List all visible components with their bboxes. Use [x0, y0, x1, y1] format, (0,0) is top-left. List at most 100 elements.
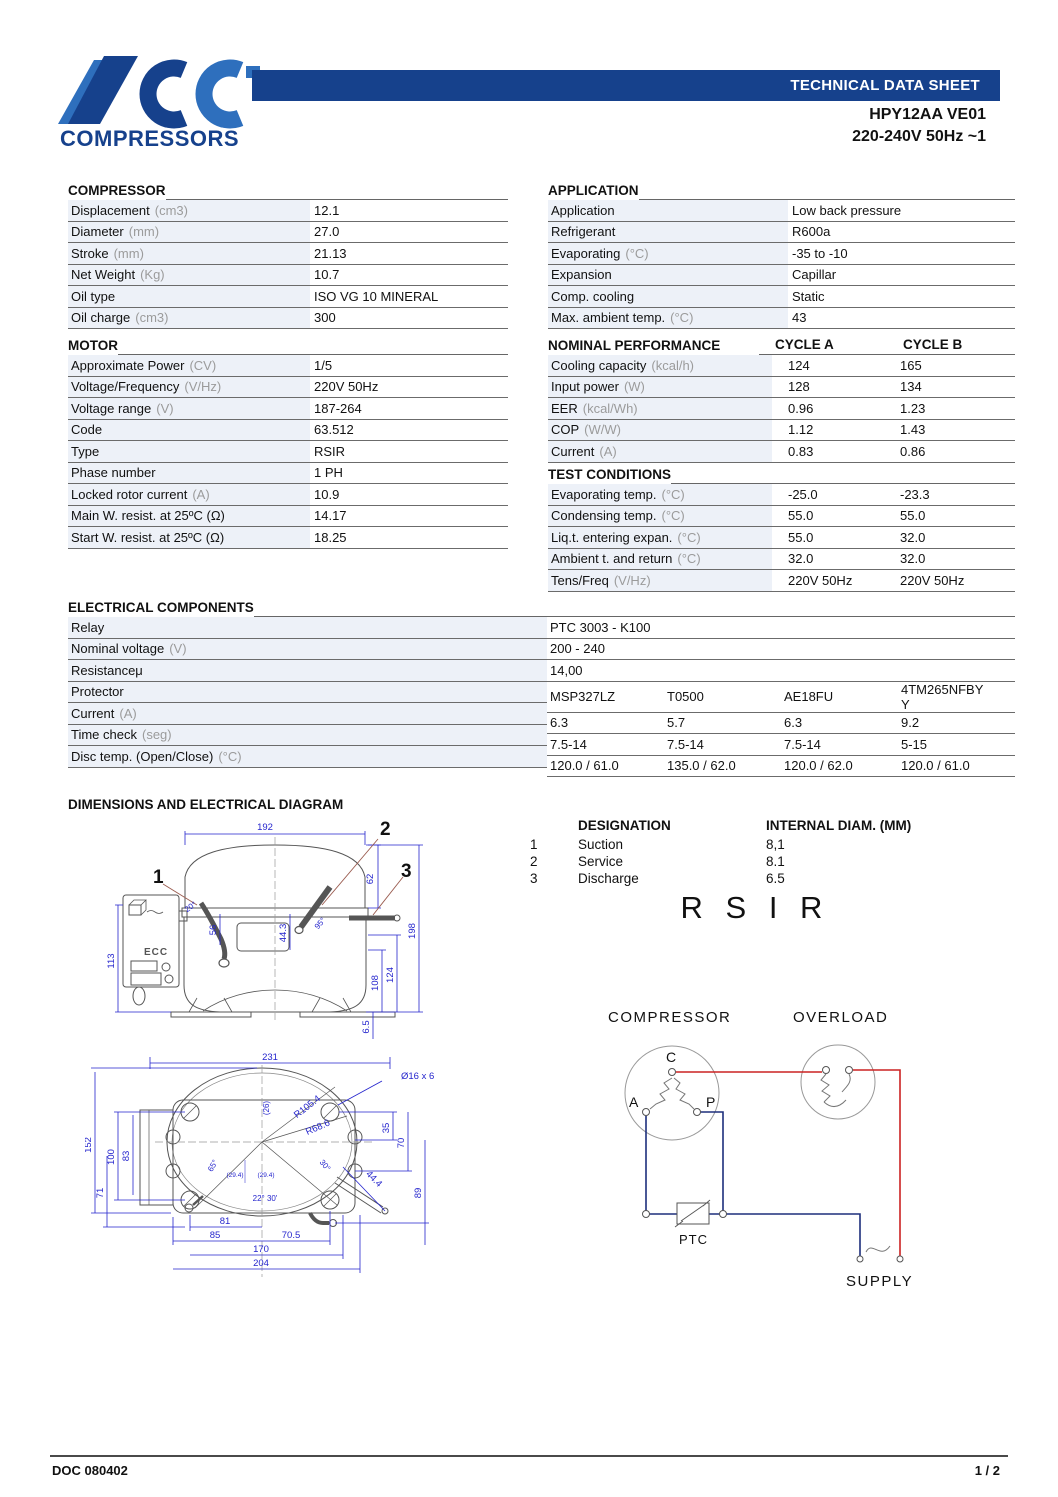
row-value: 187-264	[314, 400, 362, 416]
value-cell: 6.3	[550, 715, 569, 731]
row-label: Relay	[71, 619, 105, 635]
value-row: 200 - 240	[547, 639, 1015, 660]
dim-56: 56	[208, 925, 219, 936]
value-cell: 5.7	[667, 715, 686, 731]
dim-89: 89	[413, 1188, 424, 1199]
row-unit: (kcal/h)	[651, 357, 695, 373]
row-label: Locked rotor current	[71, 486, 188, 502]
row-unit: (CV)	[189, 357, 217, 373]
dim-170: 170	[253, 1244, 269, 1255]
row-label: Cooling capacity	[551, 357, 647, 373]
section-title: MOTOR	[68, 338, 118, 353]
row-label: Disc temp. (Open/Close)	[71, 748, 214, 764]
row-unit: (A)	[599, 443, 617, 459]
row-label: Max. ambient temp.	[551, 310, 666, 326]
cycle-a-value: 55.0	[788, 529, 814, 545]
cycle-a-value: 1.12	[788, 422, 814, 438]
ecc-label: ECC	[144, 947, 168, 958]
row-label: COP	[551, 422, 580, 438]
table-row: Oil charge(cm3)300	[68, 307, 508, 329]
row-label: Refrigerant	[551, 224, 616, 240]
value-cell: 6.3	[784, 715, 803, 731]
dim-6-5: 6.5	[361, 1020, 372, 1033]
value-cell: 9.2	[901, 715, 920, 731]
designation-num: 2	[530, 854, 538, 869]
row-unit: (°C)	[625, 245, 649, 261]
row-unit: (Kg)	[140, 267, 165, 283]
row-value: 14.17	[314, 508, 347, 524]
compressor-label: COMPRESSOR	[608, 1009, 731, 1026]
row-unit: (°C)	[661, 508, 685, 524]
row-label: Evaporating	[551, 245, 621, 261]
row-unit: (seg)	[141, 727, 172, 743]
row-unit: (V/Hz)	[184, 379, 222, 395]
cycle-b-value: 1.23	[900, 400, 926, 416]
row-label: EER	[551, 400, 578, 416]
overload-label: OVERLOAD	[793, 1009, 888, 1026]
table-row: Time check(seg)	[68, 724, 547, 746]
model-number: HPY12AA VE01	[869, 106, 986, 123]
dim-44-3: 44.3	[278, 924, 289, 943]
cycle-b-value: 32.0	[900, 551, 926, 567]
cycle-a-value: 0.96	[788, 400, 814, 416]
row-value: RSIR	[314, 443, 346, 459]
row-label: Tens/Freq	[551, 572, 609, 588]
row-unit: (A)	[192, 486, 210, 502]
table-row: Protector	[68, 681, 547, 703]
power-rating: 220-240V 50Hz ~1	[852, 128, 986, 145]
row-label: Application	[551, 202, 615, 218]
dim-26: (26)	[262, 1101, 271, 1116]
row-label: Main W. resist. at 25ºC (Ω)	[71, 508, 225, 524]
row-unit: (°C)	[218, 748, 242, 764]
row-unit: (mm)	[113, 245, 144, 261]
dim-70: 70	[396, 1138, 407, 1149]
row-unit: (W/W)	[584, 422, 621, 438]
row-value: 43	[792, 310, 807, 326]
table-row: Main W. resist. at 25ºC (Ω) 14.17	[68, 505, 508, 527]
callout-2: 2	[380, 819, 391, 840]
dim-81: 81	[220, 1216, 231, 1227]
cycle-a-value: -25.0	[788, 486, 818, 502]
row-unit: (V/Hz)	[613, 572, 651, 588]
row-label: Start W. resist. at 25ºC (Ω)	[71, 529, 225, 545]
electrical-values: PTC 3003 - K100 200 - 240 14,00 MSP327LZ…	[547, 617, 1015, 777]
section-title: TEST CONDITIONS	[548, 467, 672, 482]
dimensions-section-title: DIMENSIONS AND ELECTRICAL DIAGRAM	[68, 797, 344, 812]
model-block: HPY12AA VE01 220-240V 50Hz ~1	[852, 104, 986, 148]
ptc-label: PTC	[679, 1232, 708, 1247]
row-label: Current	[71, 705, 115, 721]
row-value: 21.13	[314, 245, 347, 261]
table-row: Relay	[68, 617, 547, 639]
footer-doc-number: DOC 080402	[52, 1463, 128, 1478]
dim-71: 71	[95, 1188, 106, 1199]
row-label: Comp. cooling	[551, 288, 635, 304]
table-row: Voltage/Frequency(V/Hz)220V 50Hz	[68, 376, 508, 398]
table-row: Evaporating(°C) -35 to -10	[548, 243, 1015, 265]
row-value: 300	[314, 310, 336, 326]
row-unit: (°C)	[670, 310, 694, 326]
dimension-drawing: 2 1 3 192 62 198 124 108 6.5 56 44.3 20°…	[85, 819, 434, 1277]
row-value: ISO VG 10 MINERAL	[314, 288, 439, 304]
table-row: Resistanceμ	[68, 660, 547, 682]
row-value: 27.0	[314, 224, 340, 240]
test-conditions-table: TEST CONDITIONS Evaporating temp.(°C)-25…	[548, 462, 1015, 592]
row-unit: (W)	[623, 379, 645, 395]
row-value: -35 to -10	[792, 245, 848, 261]
row-value: Low back pressure	[792, 202, 902, 218]
value-cell: T0500	[667, 689, 704, 704]
dim-r105: R105.4	[292, 1093, 323, 1121]
row-label: Approximate Power	[71, 357, 185, 373]
terminal-c-label: C	[666, 1049, 676, 1065]
value-cell: 7.5-14	[784, 736, 821, 752]
